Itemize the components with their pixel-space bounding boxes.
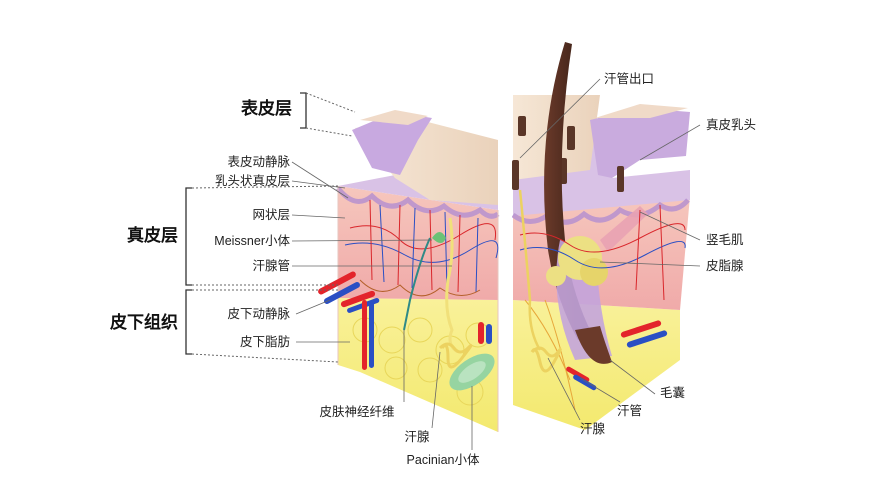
leader-hair-follicle bbox=[609, 359, 656, 395]
dermis-bracket bbox=[185, 187, 192, 286]
basal-layer bbox=[336, 186, 500, 219]
leader-sweat-gland-right bbox=[547, 357, 581, 421]
dermal-papilla-top bbox=[595, 104, 688, 118]
left-capillary-network bbox=[344, 199, 499, 297]
left-skin-block bbox=[336, 110, 500, 432]
sebaceous-gland bbox=[546, 236, 608, 286]
label-sweat-gland-bottom: 汗腺 bbox=[404, 430, 430, 444]
basal-layer-right bbox=[511, 198, 690, 225]
sweat-duct-right bbox=[518, 189, 542, 351]
leader-meissner bbox=[291, 239, 433, 242]
pacinian-corpuscle bbox=[449, 353, 495, 391]
leader-sweat-duct-right bbox=[579, 377, 621, 403]
epidermis-label: 表皮层 bbox=[241, 99, 292, 118]
meissner-corpuscle bbox=[432, 232, 446, 243]
block-divider bbox=[500, 120, 512, 450]
label-sweat-duct-right: 汗管 bbox=[617, 404, 643, 418]
leader-lines bbox=[291, 78, 701, 450]
label-sweat-gland-right: 汗腺 bbox=[580, 422, 606, 436]
bracket-dotted-guides bbox=[191, 92, 356, 363]
hypodermis-bracket bbox=[185, 289, 192, 355]
dermis-label: 真皮层 bbox=[127, 226, 178, 245]
leader-arrector-pili bbox=[639, 211, 701, 241]
leader-subcutaneous-artery-vein bbox=[295, 299, 331, 315]
fat-lobules bbox=[352, 317, 491, 406]
leader-epidermal-artery-vein bbox=[291, 161, 349, 199]
subcutaneous-fat-layer bbox=[338, 298, 498, 432]
label-subcutaneous-artery-vein: 皮下动静脉 bbox=[227, 307, 290, 321]
leader-sweat-gland-bottom bbox=[431, 351, 441, 429]
label-dermal-papilla: 真皮乳头 bbox=[706, 118, 757, 132]
leader-dermal-papilla bbox=[639, 124, 701, 161]
label-papillary-dermis: 乳头状真皮层 bbox=[214, 174, 290, 188]
label-reticular-layer: 网状层 bbox=[252, 208, 290, 222]
label-pacinian: Pacinian小体 bbox=[406, 453, 480, 467]
label-hair-follicle: 毛囊 bbox=[660, 386, 686, 400]
epidermis-peel-top bbox=[360, 110, 428, 125]
subcutaneous-vessels-left bbox=[318, 271, 492, 370]
leader-reticular-layer bbox=[291, 214, 346, 219]
dermal-papilla-ridge bbox=[590, 108, 690, 178]
sweat-gland-coil-left bbox=[438, 342, 473, 369]
label-meissner: Meissner小体 bbox=[214, 234, 290, 248]
label-sebaceous-gland: 皮脂腺 bbox=[706, 259, 744, 273]
leader-sweat-pore bbox=[519, 78, 601, 159]
label-skin-nerve-fiber: 皮肤神经纤维 bbox=[319, 405, 395, 419]
leader-sebaceous bbox=[599, 261, 701, 267]
label-sweat-pore: 汗管出口 bbox=[604, 72, 655, 86]
subcutaneous-vessels-right bbox=[566, 320, 668, 391]
hypodermis-label: 皮下组织 bbox=[110, 313, 178, 332]
arrector-pili-muscle bbox=[600, 206, 648, 252]
label-epidermal-artery-vein: 表皮动静脉 bbox=[227, 155, 290, 169]
label-subcutaneous-fat: 皮下脂肪 bbox=[239, 335, 290, 349]
epidermis-peel-flap bbox=[352, 112, 432, 175]
label-arrector-pili: 竖毛肌 bbox=[706, 233, 744, 247]
skin-nerve-fiber-path bbox=[403, 237, 431, 331]
epidermis-bracket bbox=[300, 92, 307, 129]
layer-brackets bbox=[185, 92, 307, 355]
hair-shaft bbox=[544, 42, 592, 340]
leader-papillary-dermis bbox=[291, 180, 346, 189]
label-sweat-duct: 汗腺管 bbox=[252, 259, 290, 273]
sweat-gland-duct-left bbox=[445, 217, 459, 354]
sweat-gland-coil-right bbox=[530, 346, 562, 373]
